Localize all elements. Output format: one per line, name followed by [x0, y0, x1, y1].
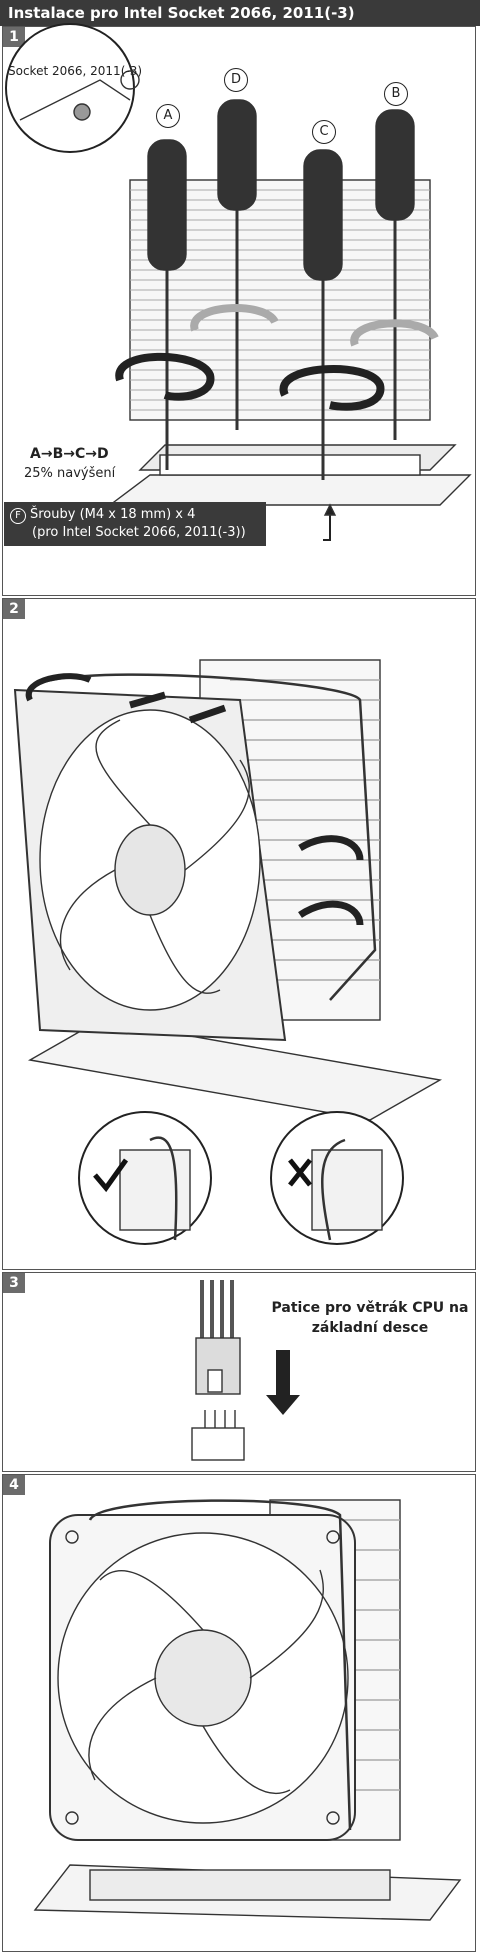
screw-letter-d: D — [224, 68, 248, 92]
step-1-illustration — [5, 23, 472, 541]
tightening-sequence: A→B→C→D — [30, 446, 109, 462]
step-2-badge: 2 — [3, 599, 25, 619]
screw-letter-a: A — [156, 104, 180, 128]
screw-letter-c: C — [312, 120, 336, 144]
screw-spec-line-1: Šrouby (M4 x 18 mm) x 4 — [30, 507, 196, 522]
screw-letter-b: B — [384, 82, 408, 106]
step-3-badge: 3 — [3, 1273, 25, 1293]
increment-note: 25% navýšení — [24, 466, 116, 481]
cpu-fan-connector-label: Patice pro větrák CPU na základní desce — [271, 1300, 469, 1336]
step-3-illustration — [191, 1280, 300, 1461]
screw-spec-line-2: (pro Intel Socket 2066, 2011(-3)) — [32, 525, 246, 540]
step-2-illustration — [13, 659, 443, 1245]
step-1-badge: 1 — [3, 27, 25, 47]
step-4-badge: 4 — [3, 1475, 25, 1495]
socket-label: Socket 2066, 2011(-3) — [8, 64, 143, 78]
page-title: Instalace pro Intel Socket 2066, 2011(-3… — [0, 0, 480, 26]
